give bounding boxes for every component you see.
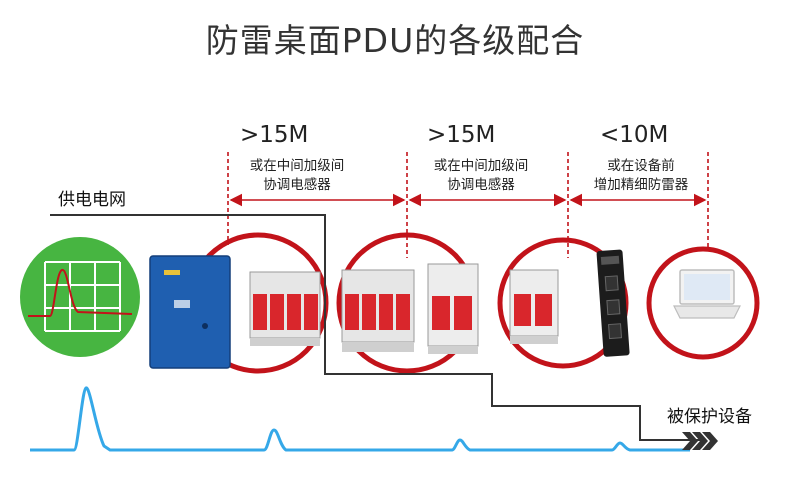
laptop-icon [673,269,741,319]
segment-3-note-line2: 增加精细防雷器 [593,177,689,193]
pdu-power-strip [596,249,630,357]
page-title: 防雷桌面PDU的各级配合 [205,21,585,60]
segment-boundaries [227,152,709,258]
segment-2-note-line2: 协调电感器 [447,177,515,193]
spd-module-pair-2 [509,269,559,344]
stage-circle-4 [646,246,760,360]
segment-1-note-line2: 协调电感器 [263,177,331,193]
supply-grid-label: 供电电网 [58,190,126,210]
spd-module-group-2 [341,269,415,352]
segment-1-note-line1: 或在中间加级间 [249,158,345,174]
protected-equipment-label: 被保护设备 [667,407,752,427]
surge-waveform [30,386,690,452]
segment-2-note: 或在中间加级间 协调电感器 [406,157,556,195]
spd-module-group-1 [249,271,321,346]
segment-3-note-line1: 或在设备前 [607,158,675,174]
segment-3-note: 或在设备前 增加精细防雷器 [566,157,716,195]
segment-2-distance: >15M [427,122,496,148]
spd-module-pair-1 [427,263,479,354]
distribution-box-with-spd [149,255,231,369]
chevron-arrows-icon [682,432,718,450]
supply-wire [50,214,700,441]
segment-2-note-line1: 或在中间加级间 [433,158,529,174]
segment-3-distance: <10M [600,122,669,148]
grid-waveform-icon [20,237,140,357]
segment-1-distance: >15M [240,122,309,148]
segment-1-note: 或在中间加级间 协调电感器 [222,157,372,195]
